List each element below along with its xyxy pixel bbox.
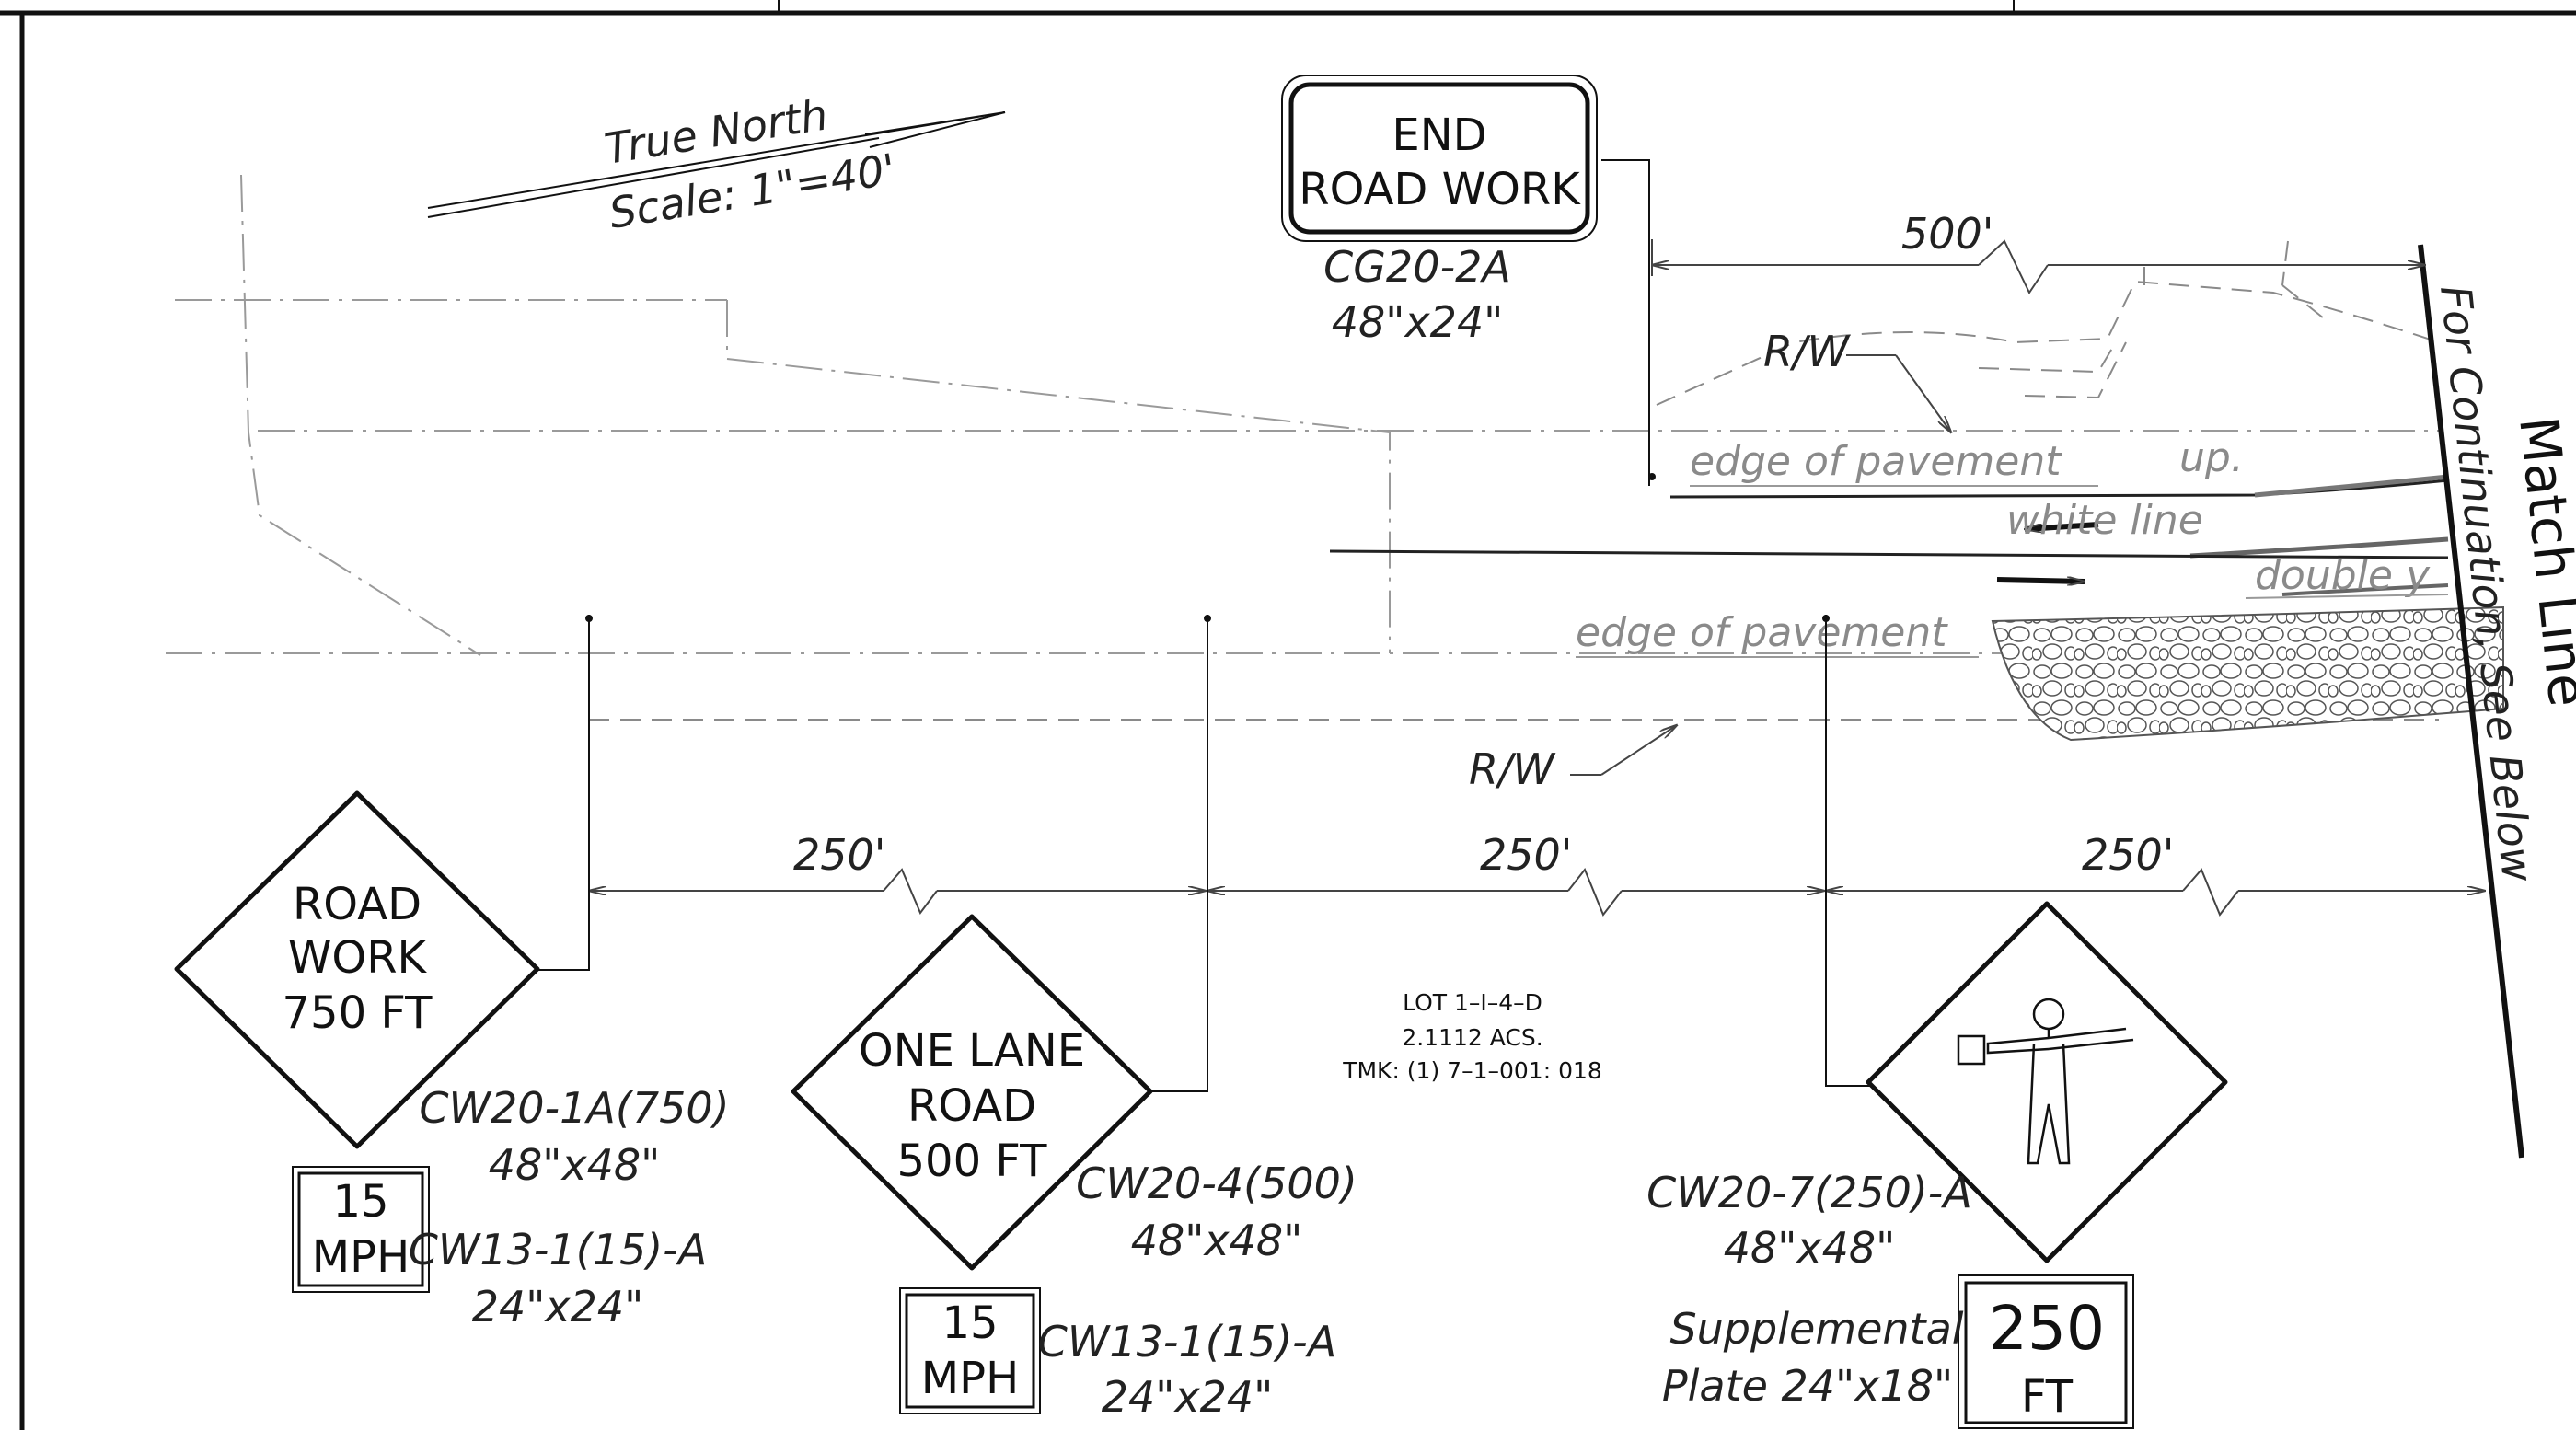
one-lane-line3: 500 FT [897,1136,1048,1187]
supplemental-plate-line1: 250 [1989,1293,2105,1364]
span1-dimension: 250' [793,830,885,880]
supplemental-plate-line2: FT [2021,1371,2074,1423]
road-work-sign: ROAD WORK 750 FT CW20-1A(750) 48"x48" [174,790,730,1190]
span2-dimension: 250' [1480,830,1572,880]
flagger-icon [1957,998,2134,1165]
speed-plate-1-line2: MPH [312,1231,410,1283]
supplemental-plate: 250 FT Supplemental Plate 24"x18" [1662,1274,2134,1429]
road-work-line2: WORK [288,932,428,984]
road-work-code: CW20-1A(750) [419,1083,729,1133]
road-work-line3: 750 FT [283,987,433,1039]
speed-plate-1-line1: 15 [332,1176,388,1228]
edge-of-pavement-top-label: edge of pavement [1690,438,2062,485]
dimension-lines: 500' 250' 250' 250' [589,209,2485,917]
edge-of-pavement-bottom-label: edge of pavement [1576,609,1948,656]
white-line-label: white line [2006,497,2203,544]
speed-plate-2: 15 MPH CW13-1(15)-A 24"x24" [899,1287,1337,1422]
north-arrow: True North Scale: 1"=40' [427,89,1006,238]
traffic-arrow-left-icon [2025,522,2099,529]
end-road-work-line1: END [1392,110,1486,161]
one-lane-size: 48"x48" [1131,1216,1303,1265]
sign-posts [536,159,1870,1092]
end-road-work-sign: END ROAD WORK CG20-2A 48"x24" [1281,75,1598,347]
lot-line1: LOT 1–I–4–D [1403,989,1542,1016]
one-lane-road-sign: ONE LANE ROAD 500 FT CW20-4(500) 48"x48" [791,914,1357,1271]
road-work-size: 48"x48" [489,1140,661,1190]
speed-plate-1-size: 24"x24" [472,1282,644,1332]
one-lane-line1: ONE LANE [859,1025,1085,1077]
end-road-work-size: 48"x24" [1332,297,1504,347]
one-lane-code: CW20-4(500) [1076,1159,1357,1208]
end-road-work-code: CG20-2A [1323,242,1511,292]
rock-fill-area [1991,605,2504,742]
double-y-label: double y [2255,552,2431,599]
speed-plate-2-line2: MPH [921,1353,1019,1404]
up-label: up. [2179,434,2244,481]
flagger-code: CW20-7(250)-A [1646,1168,1972,1217]
speed-plate-2-code: CW13-1(15)-A [1038,1317,1337,1367]
roadway: edge of pavement up. white line double y… [1329,434,2504,742]
rw-bottom-label: R/W [1469,744,1555,794]
rw-top-label: R/W [1763,327,1850,376]
flagger-size: 48"x48" [1724,1223,1896,1273]
end-road-work-line2: ROAD WORK [1299,164,1581,215]
supplemental-label1: Supplemental [1669,1304,1963,1354]
speed-plate-1-code: CW13-1(15)-A [409,1225,708,1274]
supplemental-label2: Plate 24"x18" [1662,1361,1953,1411]
span3-dimension: 250' [2082,830,2174,880]
speed-plate-1: 15 MPH CW13-1(15)-A 24"x24" [292,1166,708,1332]
lot-line3: TMK: (1) 7–1–001: 018 [1342,1057,1602,1084]
lot-note: LOT 1–I–4–D 2.1112 ACS. TMK: (1) 7–1–001… [1342,989,1602,1084]
lot-line2: 2.1112 ACS. [1402,1024,1542,1051]
one-lane-line2: ROAD [907,1080,1036,1132]
speed-plate-2-line1: 15 [941,1297,998,1349]
road-work-line1: ROAD [293,879,422,930]
traffic-arrow-right-icon [1996,580,2085,582]
speed-plate-2-size: 24"x24" [1102,1372,1274,1422]
flagger-sign: CW20-7(250)-A 48"x48" [1646,901,2228,1273]
right-of-way-labels: R/W R/W [1469,327,1951,794]
end-span-dimension: 500' [1901,209,1993,259]
